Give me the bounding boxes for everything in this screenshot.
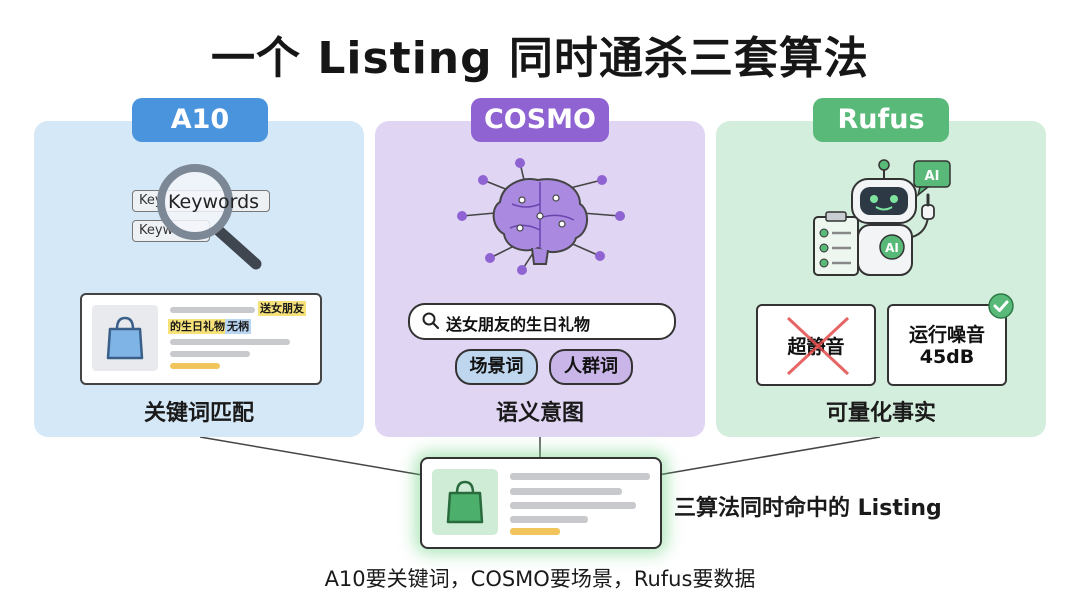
a10-listing-card: 送女朋友 的生日礼物 无柄 — [80, 293, 322, 385]
result-listing-label: 三算法同时命中的 Listing — [674, 496, 942, 521]
a10-tag: A10 — [132, 98, 268, 142]
robot-icon: AI AI — [813, 159, 951, 276]
keyword-highlight: 无柄 — [225, 319, 251, 334]
keyword-highlight: 送女朋友 — [258, 301, 306, 316]
magnifier-text: Keywords — [168, 191, 260, 213]
clipboard-check-icon — [813, 211, 859, 276]
cross-mark-icon — [786, 316, 850, 376]
intent-tag-audience: 人群词 — [549, 349, 633, 385]
rejected-claim-card: 超静音 — [756, 304, 876, 386]
robot-chest-label: AI — [885, 241, 899, 255]
semantic-search-bar[interactable]: 送女朋友的生日礼物 — [408, 303, 676, 340]
search-query-text: 送女朋友的生日礼物 — [446, 315, 591, 334]
product-thumbnail — [432, 469, 498, 535]
page-title: 一个 Listing 同时通杀三套算法 — [211, 33, 869, 84]
check-badge-icon — [988, 293, 1014, 319]
product-thumbnail — [92, 305, 158, 371]
cosmo-panel-title: 语义意图 — [495, 401, 584, 426]
brain-network-icon — [457, 158, 625, 275]
cosmo-tag: COSMO — [471, 98, 609, 142]
verified-fact-value: 45dB — [919, 346, 975, 368]
shopping-bag-icon — [446, 480, 484, 524]
keyword-highlight: 的生日礼物 — [168, 319, 227, 334]
magnifier-icon — [157, 164, 262, 270]
rufus-panel-title: 可量化事实 — [825, 401, 936, 426]
search-icon — [422, 312, 440, 330]
a10-panel-title: 关键词匹配 — [143, 401, 254, 426]
rufus-tag: Rufus — [813, 98, 949, 142]
shopping-bag-icon — [106, 316, 144, 360]
result-listing-card — [420, 457, 662, 549]
cosmo-panel — [375, 121, 705, 437]
intent-tag-scene: 场景词 — [455, 349, 538, 385]
verified-fact-label: 运行噪音 — [908, 324, 985, 346]
verified-fact-card: 运行噪音 45dB — [887, 304, 1007, 386]
summary-caption: A10要关键词，COSMO要场景，Rufus要数据 — [324, 567, 756, 591]
ai-badge-label: AI — [925, 169, 940, 184]
